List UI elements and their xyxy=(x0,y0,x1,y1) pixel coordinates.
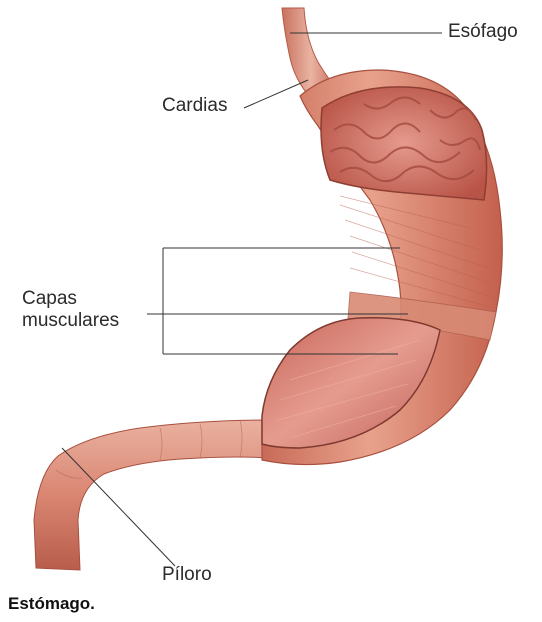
figure-caption: Estómago. xyxy=(8,594,95,614)
cardias-leader xyxy=(244,80,308,108)
label-capas-line2: musculares xyxy=(22,310,119,332)
label-piloro: Píloro xyxy=(162,564,212,586)
label-esofago: Esófago xyxy=(448,21,518,43)
label-capas-line1: Capas xyxy=(22,288,77,310)
pylorus-tube-shape xyxy=(34,420,270,570)
label-cardias: Cardias xyxy=(162,95,227,117)
